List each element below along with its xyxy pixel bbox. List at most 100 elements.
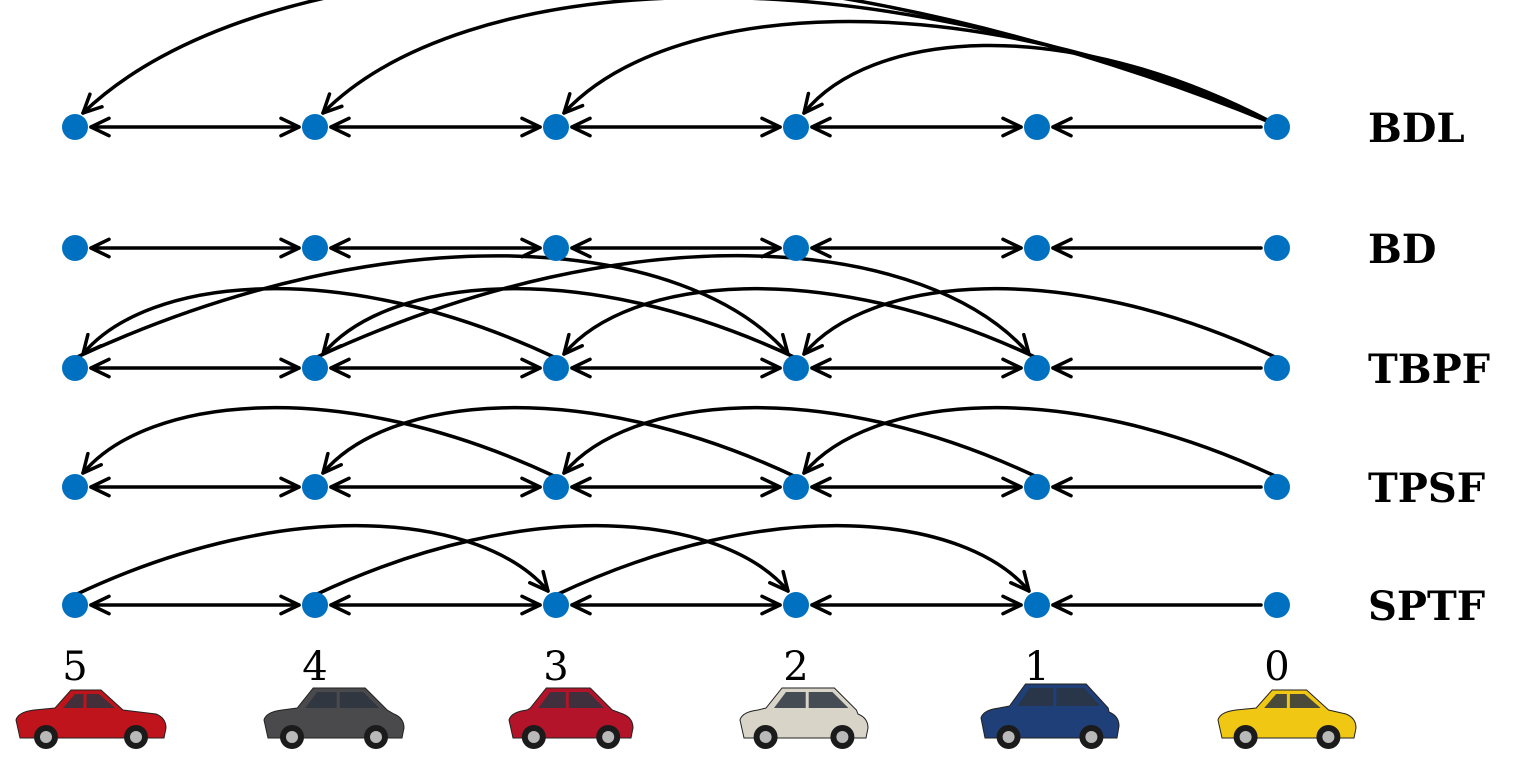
arrowhead-3-to-2	[760, 357, 782, 379]
arrowhead-4-to-3	[520, 237, 542, 259]
topology-label: BD	[1368, 226, 1437, 273]
arrowhead-5-to-4	[279, 237, 301, 259]
vehicle-index: 0	[1264, 644, 1289, 690]
arrowhead-2-to-3	[570, 237, 592, 259]
arrowhead-0-to-2	[802, 91, 824, 115]
vehicle-node-4	[302, 592, 328, 618]
vehicle-node-1	[1024, 355, 1050, 381]
arrowhead-4-to-5	[89, 357, 111, 379]
suv-blue-icon	[980, 683, 1120, 749]
arrowhead-0-to-1	[1051, 237, 1073, 259]
arrowhead-4-to-5	[89, 594, 111, 616]
vehicle-node-3	[543, 114, 569, 140]
arrowhead-1-to-3	[562, 332, 584, 356]
wagon-silver-icon	[739, 687, 869, 749]
vehicle-node-4	[302, 355, 328, 381]
vehicle-node-0	[1264, 235, 1290, 261]
arrowhead-5-to-4	[279, 116, 301, 138]
arrowhead-5-to-4	[279, 357, 301, 379]
arrowhead-2-to-1	[1001, 476, 1023, 498]
vehicle-node-4	[302, 114, 328, 140]
vehicle-node-0	[1264, 355, 1290, 381]
arrowhead-0-to-1	[1051, 116, 1073, 138]
curved-link-3-to-1	[554, 524, 1031, 597]
arrowhead-0-to-2	[802, 332, 824, 356]
arrowhead-4-to-3	[520, 116, 542, 138]
arrowhead-0-to-2	[802, 451, 824, 475]
arrowhead-1-to-3	[562, 451, 584, 475]
arrowhead-2-to-3	[570, 116, 592, 138]
arrowhead-3-to-2	[760, 476, 782, 498]
coupe-yellow-icon	[1217, 689, 1357, 749]
nodes-layer	[62, 114, 1290, 618]
vehicle-node-3	[543, 592, 569, 618]
topology-label: TPSF	[1368, 465, 1485, 512]
topology-row-sptf	[73, 524, 1263, 616]
arrowhead-0-to-5	[81, 92, 104, 115]
vehicle-node-5	[62, 592, 88, 618]
vehicle-node-2	[783, 474, 809, 500]
arrowhead-2-to-3	[570, 357, 592, 379]
vehicle-node-3	[543, 235, 569, 261]
arrowhead-3-to-4	[329, 594, 351, 616]
vehicle-node-3	[543, 355, 569, 381]
sedan-red-icon	[15, 689, 167, 749]
arrowhead-2-to-4	[321, 451, 343, 475]
arrowhead-5-to-4	[279, 476, 301, 498]
curved-link-0-to-3	[562, 19, 1279, 127]
arrowhead-4-to-5	[89, 476, 111, 498]
curved-link-4-to-1	[313, 253, 1031, 360]
arrowhead-2-to-1	[1001, 237, 1023, 259]
vehicle-node-3	[543, 474, 569, 500]
vehicle-images	[15, 683, 1357, 749]
topology-row-tbpf	[73, 253, 1279, 379]
vehicle-index: 4	[302, 644, 327, 690]
arrowhead-3-to-2	[760, 237, 782, 259]
arrowhead-4-to-3	[520, 476, 542, 498]
vehicle-node-0	[1264, 474, 1290, 500]
curved-link-5-to-3	[73, 524, 550, 597]
curved-link-5-to-2	[73, 254, 790, 360]
arrowhead-2-to-1	[1001, 357, 1023, 379]
topology-row-bd	[89, 237, 1263, 259]
vehicle-node-0	[1264, 114, 1290, 140]
vehicle-index: 2	[783, 644, 808, 690]
vehicle-node-4	[302, 235, 328, 261]
arrowhead-5-to-3	[528, 569, 550, 593]
arrowhead-0-to-1	[1051, 476, 1073, 498]
vehicle-node-2	[783, 114, 809, 140]
arrowhead-3-to-1	[1009, 569, 1031, 593]
vehicle-index: 3	[543, 644, 568, 690]
arrowhead-5-to-4	[279, 594, 301, 616]
arrowhead-0-to-4	[321, 92, 344, 115]
arrowhead-1-to-2	[810, 237, 832, 259]
curved-link-0-to-2	[802, 406, 1279, 479]
arrowhead-3-to-4	[329, 116, 351, 138]
topology-label: BDL	[1368, 105, 1465, 152]
arrowhead-4-to-1	[1008, 332, 1031, 356]
arrowhead-0-to-1	[1051, 357, 1073, 379]
topology-label: SPTF	[1368, 583, 1485, 630]
curved-link-1-to-3	[562, 406, 1039, 479]
vehicle-node-2	[783, 355, 809, 381]
arrowhead-2-to-1	[1001, 116, 1023, 138]
vehicle-index: 1	[1024, 644, 1049, 690]
arrowhead-0-to-3	[562, 92, 585, 115]
vehicle-node-1	[1024, 114, 1050, 140]
arrowhead-0-to-1	[1051, 594, 1073, 616]
curved-link-0-to-2	[802, 43, 1279, 127]
arrowhead-1-to-2	[810, 476, 832, 498]
arrowhead-3-to-4	[329, 476, 351, 498]
arrowhead-3-to-2	[760, 594, 782, 616]
vehicle-index: 5	[62, 644, 87, 690]
vehicle-node-5	[62, 355, 88, 381]
vehicle-node-1	[1024, 474, 1050, 500]
curved-link-4-to-2	[313, 524, 790, 597]
arrowhead-4-to-5	[89, 237, 111, 259]
vehicle-node-1	[1024, 235, 1050, 261]
curved-link-3-to-5	[81, 406, 558, 479]
arrowhead-2-to-3	[570, 476, 592, 498]
edges-layer	[73, 0, 1279, 616]
